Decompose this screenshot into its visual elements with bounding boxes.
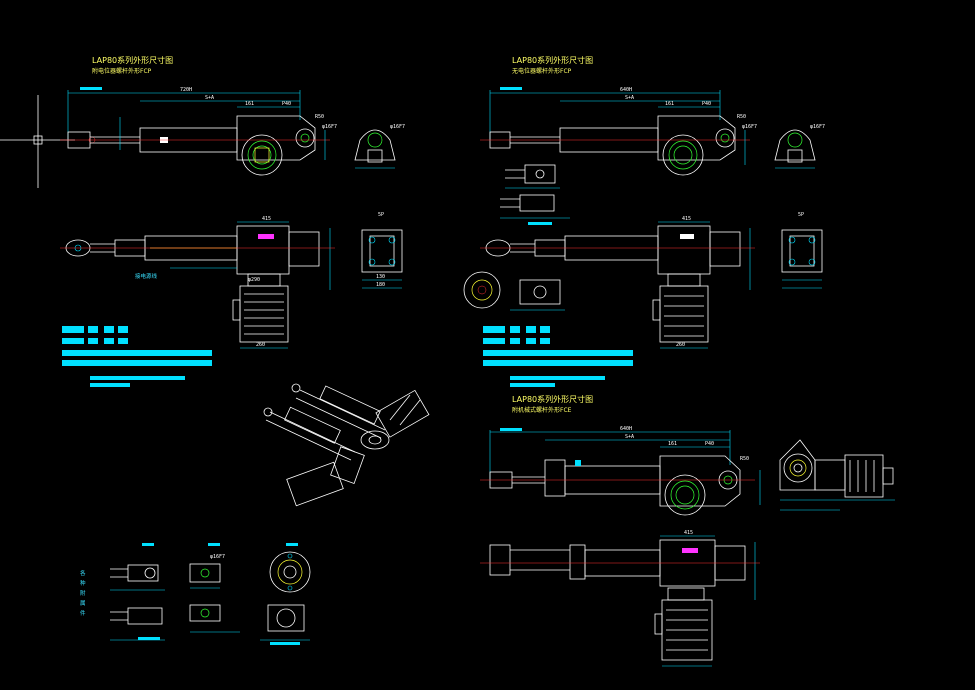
tl-hole: φ16F7 [322, 124, 337, 130]
tl-clevis-hole: φ16F7 [390, 124, 405, 130]
mid-right-title: LAP80系列外形尺寸图 [512, 394, 593, 404]
top-right-side-view: 640H S+A 161 P40 R50 φ16F7 [480, 87, 757, 176]
attachments-label-4: 属 [80, 600, 86, 607]
top-left-title: LAP80系列外形尺寸图 [92, 55, 173, 65]
top-right-small-parts [500, 164, 570, 225]
attachments-label-2: 种 [80, 579, 86, 587]
isometric-view-lower [263, 406, 365, 507]
tr-hole: φ16F7 [742, 124, 757, 130]
mid-right-side-view: 640H S+A 161 P40 R50 [480, 426, 761, 516]
mr-total-length: 640H [620, 426, 632, 432]
attachments-label-1: 各 [80, 569, 86, 577]
tl-dim-a: 161 [245, 101, 254, 107]
right-plan-view: 415 260 [480, 216, 755, 349]
right-flange-pcd: 5P [798, 212, 804, 218]
tl-dim-b: P40 [282, 101, 291, 107]
mid-right-end-view [779, 439, 895, 511]
attachments-label-3: 附 [80, 589, 86, 597]
left-flange-detail: 130 180 5P [361, 212, 403, 289]
tl-radius: R50 [315, 114, 324, 120]
top-right-title-block: LAP80系列外形尺寸图 无电位器螺杆外形FCP [512, 55, 593, 75]
left-motor-dia: φ290 [248, 277, 260, 283]
right-motor-base: 260 [676, 342, 685, 348]
tr-radius: R50 [737, 114, 746, 120]
mid-right-subtitle: 附机械式螺杆外形FCE [512, 406, 572, 414]
right-round-flange [463, 271, 565, 311]
tl-stroke-length: S+A [205, 95, 214, 101]
left-flange-pcd: 5P [378, 212, 384, 218]
left-flange-a: 130 [376, 274, 385, 280]
right-spec-table [483, 326, 633, 387]
left-wire-label: 接电源线 [135, 272, 158, 280]
mr-radius: R50 [740, 456, 749, 462]
tr-clevis-hole: φ16F7 [810, 124, 825, 130]
tr-dim-b: P40 [702, 101, 711, 107]
top-left-title-block: LAP80系列外形尺寸图 附电位器螺杆外形FCP [92, 55, 173, 75]
top-right-clevis-detail: φ16F7 [774, 124, 825, 169]
top-left-clevis-detail: φ16F7 [354, 124, 405, 169]
bottom-right-plan-view: 415 [480, 530, 760, 667]
attachments-label-5: 件 [80, 609, 86, 617]
right-flange-detail: 5P [781, 212, 823, 289]
top-left-subtitle: 附电位器螺杆外形FCP [92, 67, 152, 75]
tr-stroke-length: S+A [625, 95, 634, 101]
mid-right-title-block: LAP80系列外形尺寸图 附机械式螺杆外形FCE [512, 394, 593, 414]
top-right-subtitle: 无电位器螺杆外形FCP [512, 67, 572, 75]
right-width: 415 [682, 216, 691, 222]
isometric-view-upper [291, 383, 430, 450]
left-width: 415 [262, 216, 271, 222]
left-flange-b: 180 [376, 282, 385, 288]
tr-total-length: 640H [620, 87, 632, 93]
left-spec-table [62, 326, 212, 387]
left-plan-view: 415 260 φ290 接电源线 [60, 216, 335, 349]
left-motor-base: 260 [256, 342, 265, 348]
tl-total-length: 720H [180, 87, 192, 93]
attachments-group: 各 种 附 属 件 φ16F7 [80, 543, 311, 645]
tr-dim-a: 161 [665, 101, 674, 107]
crosshair-cursor [0, 95, 75, 188]
mr-dim-b: P40 [705, 441, 714, 447]
br-width: 415 [684, 530, 693, 536]
top-right-title: LAP80系列外形尺寸图 [512, 55, 593, 65]
top-left-side-view: 720H S+A 161 P40 R50 φ16F7 [60, 87, 337, 176]
mr-stroke-length: S+A [625, 434, 634, 440]
mr-dim-a: 161 [668, 441, 677, 447]
attach-hole: φ16F7 [210, 554, 225, 560]
